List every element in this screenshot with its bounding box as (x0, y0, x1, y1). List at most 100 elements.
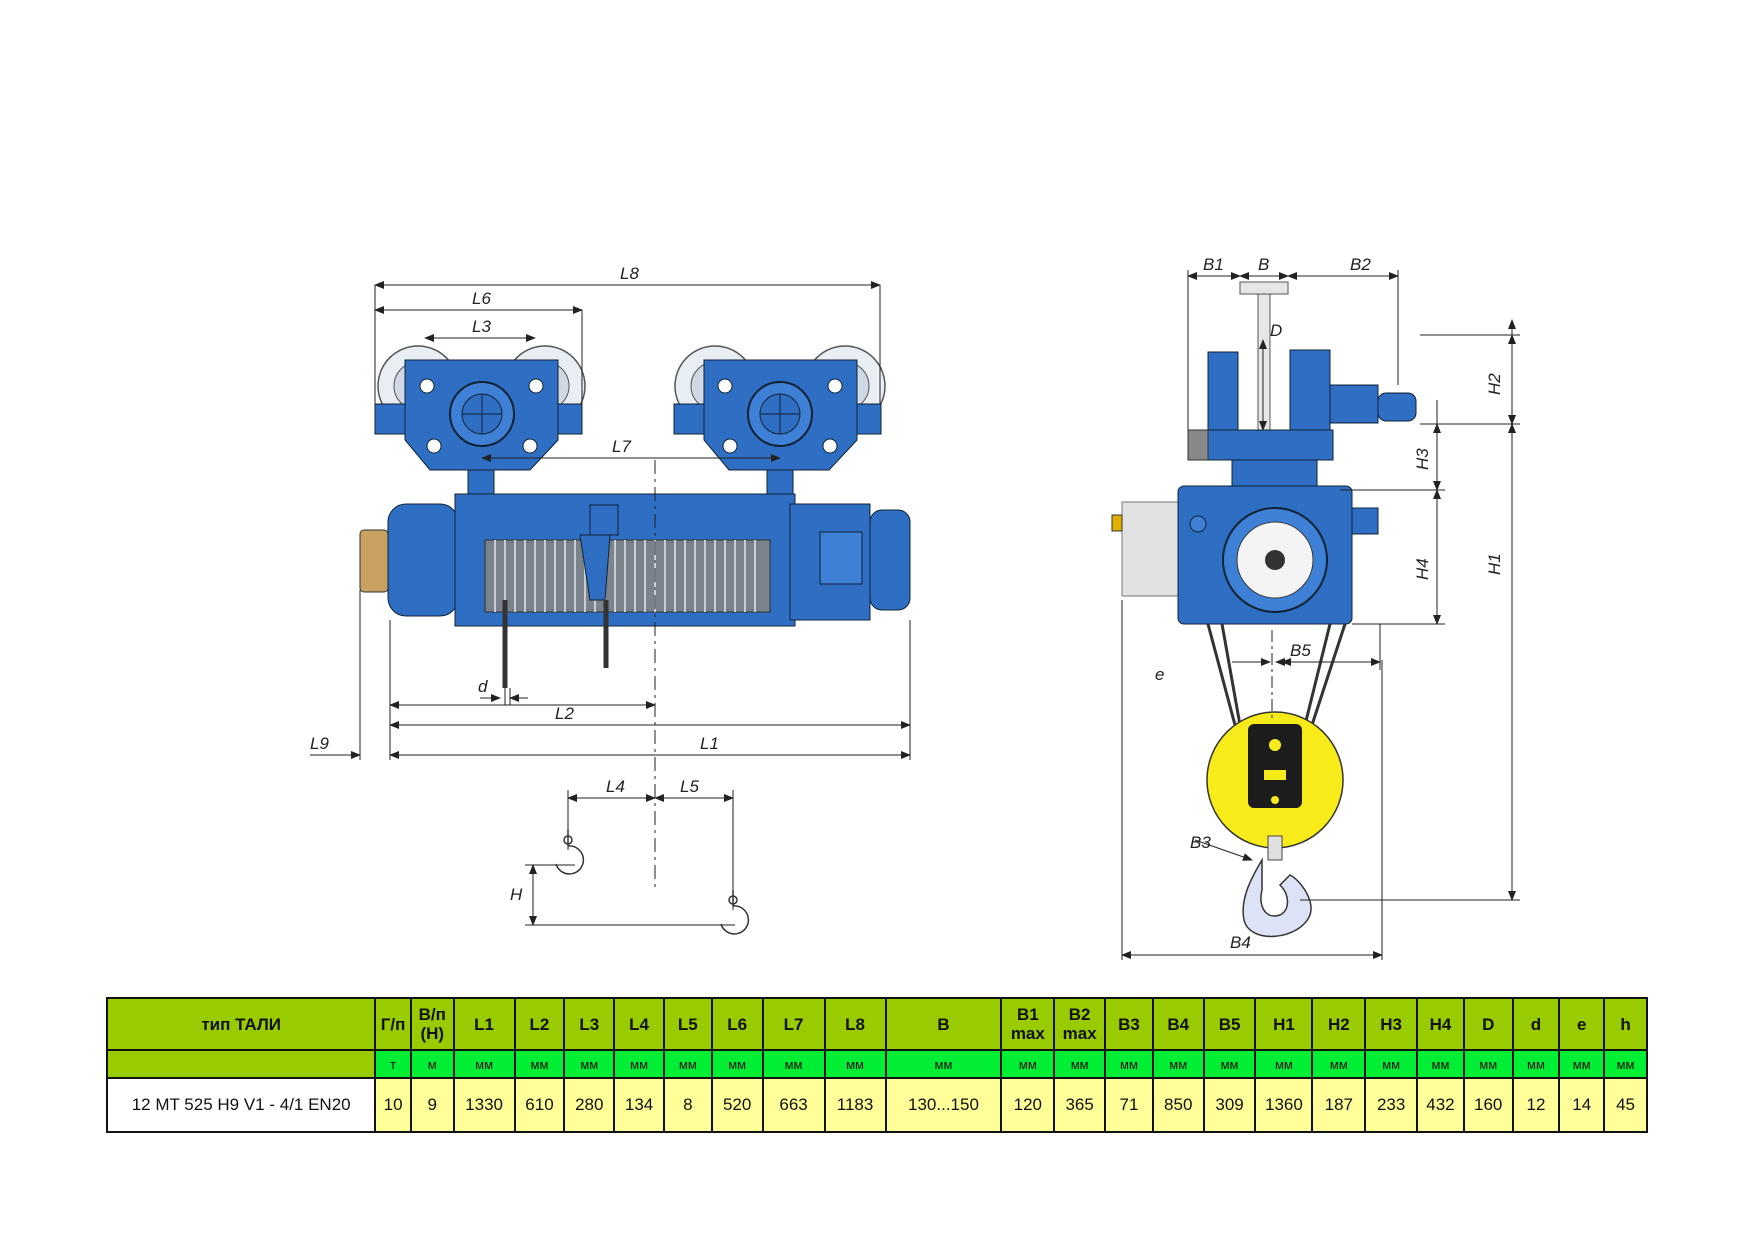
dim-label-H2: H2 (1485, 373, 1504, 395)
value-cell: 9 (409, 1077, 455, 1133)
dim-label-L5: L5 (680, 777, 699, 796)
header-cell: L8 (823, 997, 887, 1051)
table-units-row: т м мм мм мм мм мм мм мм мм мм мм мм мм … (105, 1049, 1648, 1079)
header-cell: e (1558, 997, 1606, 1051)
header-cell: H1 (1254, 997, 1314, 1051)
dim-label-H1: H1 (1485, 553, 1504, 575)
value-cell: 45 (1603, 1077, 1648, 1133)
unit-cell: мм (823, 1049, 887, 1079)
specification-table: тип ТАЛИ Г/п В/п (Н) L1 L2 L3 L4 L5 L6 L… (105, 997, 1648, 1133)
header-cell: H4 (1416, 997, 1465, 1051)
unit-cell: мм (662, 1049, 713, 1079)
unit-cell: мм (1254, 1049, 1314, 1079)
header-cell: B1 max (1000, 997, 1056, 1051)
header-cell: D (1462, 997, 1514, 1051)
unit-cell: мм (452, 1049, 516, 1079)
header-cell: L2 (513, 997, 566, 1051)
dim-label-B3: B3 (1190, 833, 1211, 852)
unit-cell: мм (1603, 1049, 1648, 1079)
unit-cell: мм (1202, 1049, 1257, 1079)
unit-cell: мм (563, 1049, 616, 1079)
value-cell: 365 (1053, 1077, 1107, 1133)
dim-label-B4: B4 (1230, 933, 1251, 952)
dim-label-L9: L9 (310, 734, 329, 753)
value-cell: 8 (662, 1077, 713, 1133)
dim-label-H3: H3 (1413, 448, 1432, 470)
dim-label-H: H (510, 885, 523, 904)
value-cell: 610 (513, 1077, 566, 1133)
value-cell: 1330 (452, 1077, 516, 1133)
header-cell: B4 (1151, 997, 1205, 1051)
unit-cell: мм (1364, 1049, 1419, 1079)
header-cell: H3 (1364, 997, 1419, 1051)
header-cell: L3 (563, 997, 616, 1051)
dim-label-L3: L3 (472, 317, 491, 336)
dim-label-B2: B2 (1350, 255, 1371, 274)
unit-cell: мм (613, 1049, 665, 1079)
left-trolley (374, 345, 586, 495)
unit-cell: мм (1104, 1049, 1154, 1079)
header-cell: d (1511, 997, 1561, 1051)
table-header-row: тип ТАЛИ Г/п В/п (Н) L1 L2 L3 L4 L5 L6 L… (105, 997, 1648, 1051)
value-cell: 280 (563, 1077, 616, 1133)
value-cell: 187 (1311, 1077, 1367, 1133)
unit-cell: мм (513, 1049, 566, 1079)
dim-label-B1: B1 (1203, 255, 1224, 274)
dim-label-e: e (1155, 665, 1164, 684)
unit-cell: мм (1416, 1049, 1465, 1079)
unit-cell: т (374, 1049, 412, 1079)
value-cell: 1360 (1254, 1077, 1314, 1133)
header-cell: B5 (1202, 997, 1257, 1051)
header-cell: B (884, 997, 1003, 1051)
unit-cell: мм (1462, 1049, 1514, 1079)
value-cell: 520 (710, 1077, 764, 1133)
value-cell: 71 (1104, 1077, 1154, 1133)
value-cell: 233 (1364, 1077, 1419, 1133)
header-cell: L1 (452, 997, 516, 1051)
dim-label-L6: L6 (472, 289, 491, 308)
header-cell: L6 (710, 997, 764, 1051)
dim-label-H4: H4 (1413, 558, 1432, 580)
technical-drawing: L8 L6 L3 L7 L9 L1 L2 d L4 L5 H (310, 255, 1520, 960)
header-cell: B3 (1104, 997, 1154, 1051)
dim-label-L2: L2 (555, 704, 574, 723)
header-cell: h (1603, 997, 1648, 1051)
dim-label-B: B (1258, 255, 1269, 274)
unit-cell: мм (710, 1049, 764, 1079)
dim-label-d: d (478, 677, 488, 696)
dim-label-L1: L1 (700, 734, 719, 753)
value-cell: 663 (761, 1077, 826, 1133)
header-cell: В/п (Н) (409, 997, 455, 1051)
side-view-dimensions (310, 281, 911, 926)
value-cell: 1183 (823, 1077, 887, 1133)
dim-label-D: D (1270, 321, 1282, 340)
dim-label-L8: L8 (620, 264, 639, 283)
unit-cell: мм (1151, 1049, 1205, 1079)
value-cell: 432 (1416, 1077, 1465, 1133)
front-view-dimensions (1121, 270, 1520, 960)
dim-label-B5: B5 (1290, 641, 1311, 660)
right-trolley (673, 345, 886, 495)
header-cell: B2 max (1053, 997, 1107, 1051)
table-row: 12 MT 525 H9 V1 - 4/1 EN20 10 9 1330 610… (105, 1077, 1648, 1133)
header-cell: Г/п (374, 997, 412, 1051)
value-cell: 850 (1151, 1077, 1205, 1133)
hoist-front-view: B1 B B2 D e B5 B3 B4 H2 H3 H4 H1 (1111, 255, 1520, 960)
header-cell-type: тип ТАЛИ (105, 997, 377, 1051)
hoist-body (359, 493, 911, 688)
value-cell: 120 (1000, 1077, 1056, 1133)
header-cell: H2 (1311, 997, 1367, 1051)
dim-label-L7: L7 (612, 437, 631, 456)
unit-cell: мм (884, 1049, 1003, 1079)
unit-cell (105, 1049, 377, 1079)
small-hooks (555, 830, 750, 935)
unit-cell: мм (1558, 1049, 1606, 1079)
header-cell: L4 (613, 997, 665, 1051)
header-cell: L5 (662, 997, 713, 1051)
header-cell: L7 (761, 997, 826, 1051)
unit-cell: мм (1311, 1049, 1367, 1079)
value-cell-type: 12 MT 525 H9 V1 - 4/1 EN20 (105, 1077, 377, 1133)
value-cell: 14 (1558, 1077, 1606, 1133)
value-cell: 12 (1511, 1077, 1561, 1133)
value-cell: 134 (613, 1077, 665, 1133)
